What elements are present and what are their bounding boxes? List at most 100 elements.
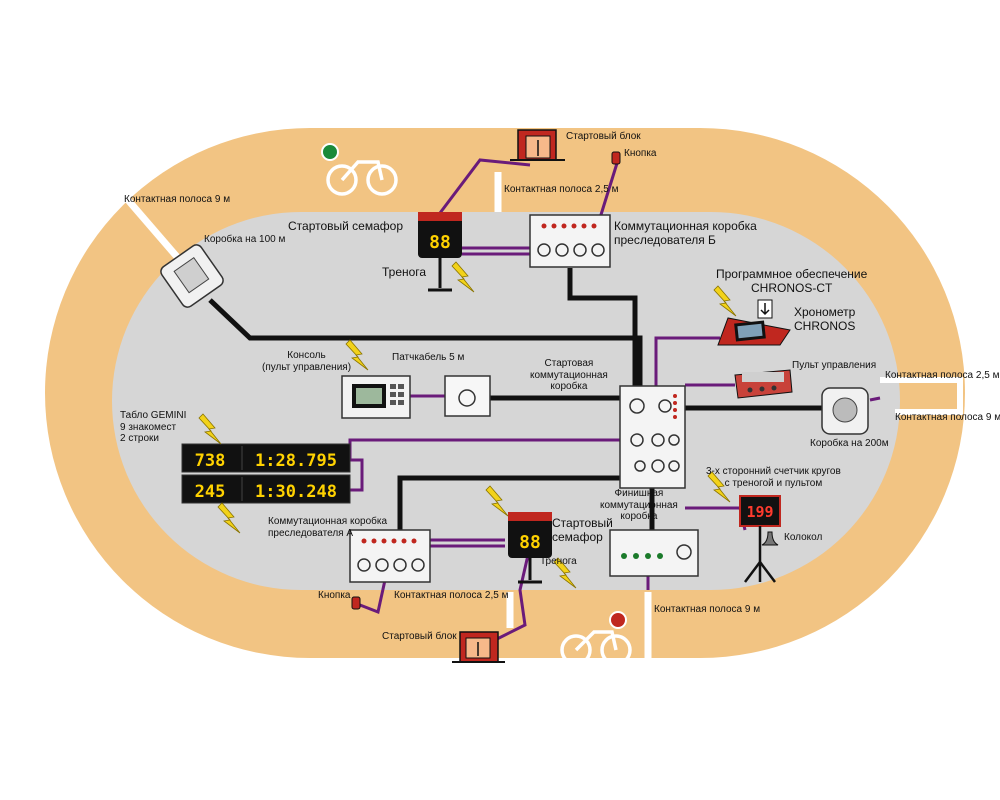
label-contact-strip-9-right: Контактная полоса 9 м (895, 412, 1000, 423)
label-start-box: Стартовая коммутационная коробка (530, 358, 608, 393)
label-console: Консоль (пульт управления) (262, 350, 351, 373)
label-start-semaphore-bottom: Стартовый семафор (552, 516, 613, 545)
pursuer-box-b (529, 214, 611, 268)
cable-start-block-top (438, 158, 531, 214)
cable-button-bottom (359, 579, 387, 615)
cyclist-icon-top (321, 143, 398, 196)
label-pursuer-box-a-line1: Коммутационная коробка (268, 516, 388, 527)
label-finish-box-line3: коробка (620, 511, 658, 522)
lap-counter-digits: 199 (746, 503, 773, 521)
gemini-row1-a: 738 (195, 451, 226, 471)
bell-icon (761, 531, 779, 546)
semaphore-top-digits: 88 (429, 232, 451, 253)
console (341, 375, 411, 419)
label-tripod-top: Тренога (382, 265, 427, 279)
contact-strip-9-left (125, 197, 181, 261)
black-cables (208, 268, 822, 530)
label-button-top: Кнопка (624, 148, 657, 159)
finish-switch-box (619, 385, 686, 489)
cable-purple-200m (869, 396, 881, 402)
cable-pursuer-b (567, 268, 638, 388)
cable-button-top (598, 159, 620, 219)
lightning-icons (198, 261, 737, 589)
label-software-line1: Программное обеспечение (716, 267, 868, 281)
label-start-box-line1: Стартовая (544, 358, 594, 369)
start-switch-box (444, 375, 491, 417)
label-contact-strip-25-bottom: Контактная полоса 2,5 м (394, 590, 509, 601)
label-pursuer-box-b-line1: Коммутационная коробка (614, 219, 757, 233)
cable-100m (208, 298, 643, 388)
cable-tripod-bottom (494, 554, 530, 642)
label-tripod-bottom: Тренога (540, 556, 577, 567)
label-contact-strip-9-left: Контактная полоса 9 м (124, 194, 231, 205)
tripod-icon-top (428, 258, 452, 292)
gemini-row2-a: 245 (195, 482, 226, 502)
label-chronometer: Хронометр CHRONOS (794, 305, 856, 334)
label-contact-strip-25-right: Контактная полоса 2,5 м (885, 370, 1000, 381)
chronometer-chronos (717, 299, 791, 346)
label-start-block-bottom: Стартовый блок (382, 631, 457, 642)
lightning-icon (485, 485, 509, 517)
lightning-icon (345, 339, 369, 371)
label-pursuer-box-b-line2: преследователя Б (614, 232, 716, 247)
label-chronometer-line2: CHRONOS (794, 318, 856, 333)
gemini-row1-b: 1:28.795 (255, 451, 337, 471)
box-200m (821, 387, 869, 435)
cable-pursuer-a (397, 475, 620, 530)
label-button-bottom: Кнопка (318, 590, 351, 601)
label-gemini: Табло GEMINI 9 знакомест 2 строки (120, 410, 186, 445)
label-console-line2: (пульт управления) (262, 361, 352, 373)
label-start-block-top: Стартовый блок (566, 131, 641, 142)
contact-strip-right (880, 377, 963, 415)
cable-gemini-b (350, 458, 364, 492)
label-patch-cable: Патчкабель 5 м (392, 352, 465, 363)
lightning-icon (553, 557, 577, 589)
pursuer-box-a (349, 529, 431, 583)
label-box-200m: Коробка на 200м (810, 438, 889, 449)
tripod-icon-lap (744, 526, 776, 583)
lightning-icon (217, 502, 241, 534)
label-gemini-line2: 9 знакомест (120, 421, 177, 433)
gemini-row2-b: 1:30.248 (255, 482, 337, 502)
control-panel (734, 369, 793, 399)
label-lap-counter: 3-х сторонний счетчик кругов с треногой … (706, 466, 841, 489)
start-semaphore-top: 88 (418, 212, 462, 258)
button-icon-bottom (351, 596, 361, 610)
label-finish-box-line1: Финишная (614, 488, 664, 499)
lightning-icon (707, 471, 731, 503)
start-block-icon-bottom (452, 631, 505, 663)
lightning-icon (198, 413, 222, 445)
label-pursuer-box-a-line2: преследователя А (268, 527, 354, 539)
label-lap-counter-line1: 3-х сторонний счетчик кругов (706, 466, 841, 477)
box-100m (160, 244, 224, 308)
lightning-icon (713, 285, 737, 317)
label-control-panel: Пульт управления (792, 360, 877, 371)
label-lap-counter-line2: с треногой и пультом (724, 477, 823, 489)
gemini-scoreboard: 738 1:28.795 245 1:30.248 (181, 443, 351, 504)
lightning-icon (451, 261, 475, 293)
label-start-semaphore-top: Стартовый семафор (288, 219, 404, 233)
finish-box-lower (609, 529, 699, 577)
label-pursuer-box-a: Коммутационная коробка преследователя А (268, 516, 387, 539)
label-gemini-line1: Табло GEMINI (120, 410, 187, 421)
tripod-icon-bottom (518, 558, 542, 584)
button-icon-top (611, 151, 621, 165)
label-bell: Колокол (784, 532, 823, 543)
start-semaphore-bottom: 88 (508, 512, 552, 558)
semaphore-bottom-digits: 88 (519, 532, 541, 553)
start-block-icon (510, 129, 565, 161)
label-start-box-line3: коробка (550, 381, 588, 392)
label-chronometer-line1: Хронометр (794, 305, 856, 319)
label-console-line1: Консоль (287, 350, 326, 361)
label-contact-strip-25-top: Контактная полоса 2,5 м (504, 184, 619, 195)
label-finish-box: Финишная коммутационная коробка (600, 488, 678, 523)
label-gemini-line3: 2 строки (120, 433, 160, 444)
label-finish-box-line2: коммутационная (600, 499, 678, 511)
label-software-line2: CHRONOS-CT (750, 280, 833, 295)
label-box-100m: Коробка на 100 м (204, 234, 286, 245)
label-start-semaphore-bottom-line2: семафор (552, 529, 603, 544)
cyclist-icon-bottom (560, 611, 632, 666)
label-start-box-line2: коммутационная (530, 369, 608, 381)
label-contact-strip-9-bottom: Контактная полоса 9 м (654, 604, 761, 615)
